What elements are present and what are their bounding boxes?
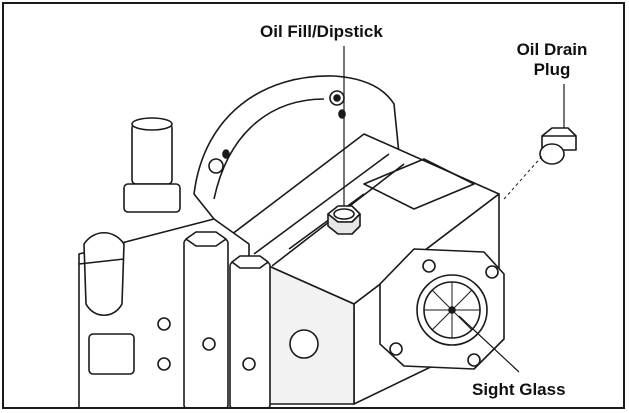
- mounting-flange: [193, 75, 400, 245]
- pump-illustration: [78, 46, 577, 407]
- oil-drain-plug-label: Oil Drain Plug: [516, 40, 588, 79]
- leader-lines: [343, 46, 565, 373]
- sight-glass-housing: [379, 248, 505, 370]
- oil-drain-plug-part: [503, 127, 577, 200]
- sight-glass-label: Sight Glass: [472, 380, 566, 399]
- figure-frame: Oil Fill/Dipstick Oil Drain Plug Sight G…: [2, 2, 625, 409]
- oil-fill-dipstick-label: Oil Fill/Dipstick: [260, 22, 383, 41]
- oil-fill-dipstick-nut: [327, 205, 361, 235]
- manifold: [78, 117, 319, 407]
